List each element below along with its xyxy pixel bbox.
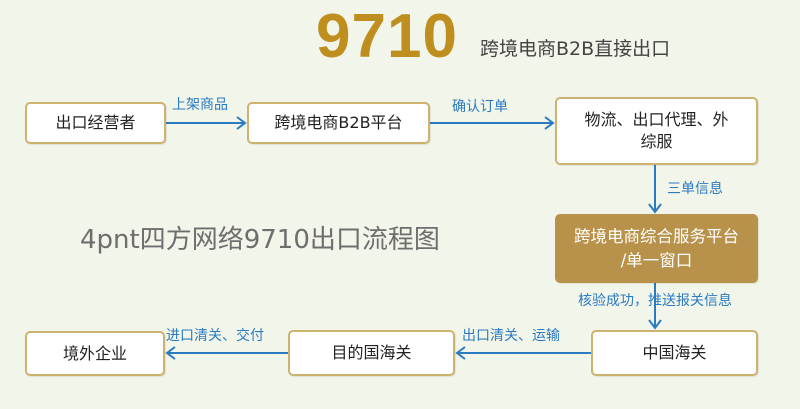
edge-label-confirm-order: 确认订单 [452,99,508,115]
node-overseas-company: 境外企业 [25,331,165,376]
node-destination-customs-label: 目的国海关 [331,343,412,362]
node-exporter-label: 出口经营者 [55,113,136,132]
node-single-window-line1: 跨境电商综合服务平台 [574,226,739,246]
edge-label-verify-push: 核验成功，推送报关信息 [578,293,732,309]
node-b2b-platform-label: 跨境电商B2B平台 [274,113,403,132]
node-china-customs-label: 中国海关 [642,343,707,362]
edge-label-export-clear: 出口清关、运输 [462,328,560,344]
watermark-caption: 4pnt四方网络9710出口流程图 [80,225,440,255]
edge-label-import-clear: 进口清关、交付 [166,328,264,344]
node-china-customs: 中国海关 [591,330,758,376]
edge-label-three-docs: 三单信息 [667,181,723,197]
node-b2b-platform: 跨境电商B2B平台 [247,102,430,144]
node-logistics-label: 物流、出口代理、外综服 [584,110,729,151]
title-code: 9710 [316,2,458,71]
node-single-window-line2: /单一窗口 [620,250,693,270]
node-destination-customs: 目的国海关 [288,330,455,376]
edge-label-list-goods: 上架商品 [172,97,228,113]
title-subtitle: 跨境电商B2B直接出口 [480,38,671,60]
node-exporter: 出口经营者 [25,102,166,144]
node-overseas-company-label: 境外企业 [62,343,127,363]
node-single-window: 跨境电商综合服务平台 /单一窗口 [555,214,758,283]
node-logistics: 物流、出口代理、外综服 [555,97,758,165]
